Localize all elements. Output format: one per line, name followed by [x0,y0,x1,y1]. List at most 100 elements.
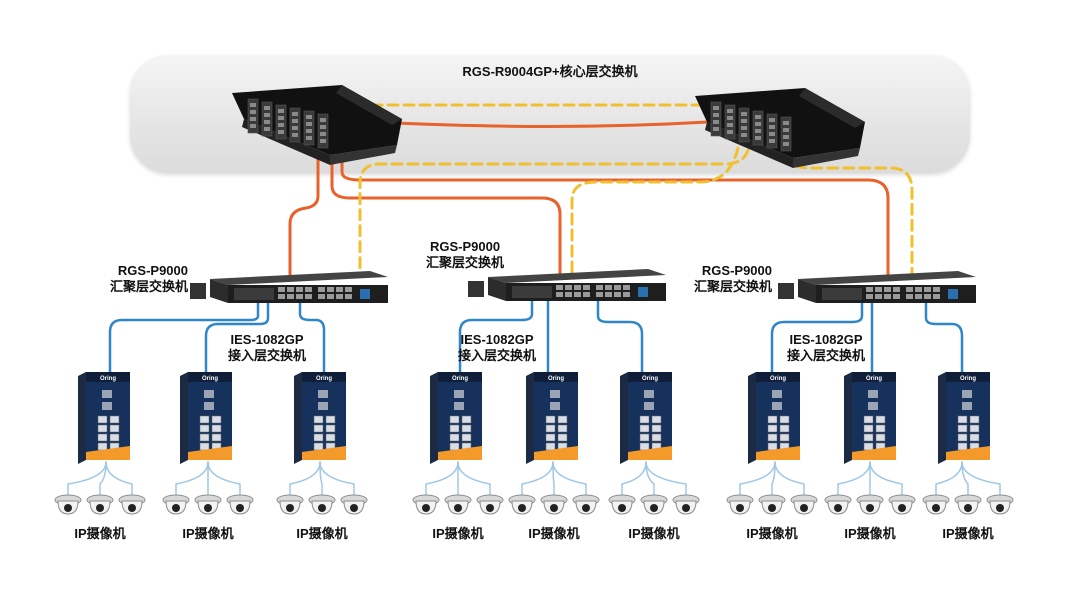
camera-cable [105,461,133,495]
ethernet-port [97,433,108,442]
ethernet-port [863,415,874,424]
ethernet-port [651,415,662,424]
access-switch-accent [946,446,990,460]
ethernet-port [199,415,210,424]
ethernet-link [770,298,864,374]
access-switch-body [756,372,800,460]
access-switch-side [526,372,534,464]
core-switch-port [755,136,761,140]
ethernet-port [779,415,790,424]
aggregation-switch-side [488,277,506,301]
ethernet-port [969,415,980,424]
ip-camera [226,494,254,515]
aggregation-port [614,285,621,290]
ip-camera [412,494,440,515]
core-switch-module [247,98,259,134]
aggregation-switch-top [798,271,976,285]
core-switch-port [741,119,747,123]
ethernet-port [461,424,472,433]
core-switch-port [769,125,775,129]
sfp-port [550,402,560,410]
ethernet-port [325,433,336,442]
access-switch-body [852,372,896,460]
aggregation-switch-3 [778,271,976,303]
core-switch-port [713,120,719,124]
camera-cable [319,461,355,495]
backup-link-core2-agg1 [358,148,750,278]
aggregation-port [933,294,940,299]
console-port [638,287,648,297]
aggregation-port [614,292,621,297]
brand-logo: Oring [100,376,116,382]
camera-cable [552,461,587,495]
core-switch-side [793,148,860,168]
camera-group-label: IP摄像机 [432,526,484,541]
core-switch-port [769,139,775,143]
ethernet-port [863,442,874,451]
sfp-port [868,390,878,398]
ethernet-port [313,424,324,433]
core-switch-port [264,106,270,110]
ethernet-port [875,424,886,433]
aggregation-port [305,287,312,292]
core-switch-module [289,107,301,143]
camera-lens [204,504,212,512]
sfp-port [962,402,972,410]
access-switch-side [748,372,756,464]
brand-logo: Oring [452,376,468,382]
core-switch-module [724,104,736,140]
aggregation-role-3: 汇聚层交换机 [693,279,772,294]
core-switch-port [292,119,298,123]
sfp-port [102,402,112,410]
sfp-port [772,390,782,398]
core-switch-port [727,123,733,127]
ethernet-port [325,415,336,424]
camera-lens [866,504,874,512]
aggregation-port [884,287,891,292]
core-switch-module [766,113,778,149]
camera-lens [582,504,590,512]
access-role-3: 接入层交换机 [786,348,865,363]
core-switch-port [278,109,284,113]
aggregation-label-1: RGS-P9000 汇聚层交换机 [88,263,188,295]
fiber-link-core1-agg3 [340,156,890,278]
ethernet-port [449,424,460,433]
camera-lens [486,504,494,512]
core-switch-port [264,120,270,124]
access-switch: Oring [78,372,130,464]
aggregation-role-2: 汇聚层交换机 [425,255,504,270]
access-switch: Oring [180,372,232,464]
ip-camera [640,494,668,515]
sfp-port [550,390,560,398]
access-switch-top [852,372,896,382]
aggregation-port [605,292,612,297]
ethernet-port [199,433,210,442]
aggregation-model-1: RGS-P9000 [117,263,188,278]
ethernet-port [779,433,790,442]
ethernet-port [211,424,222,433]
ethernet-link [204,300,270,374]
core-switch-port [320,125,326,129]
aggregation-switch-side [210,279,228,303]
aggregation-port [327,287,334,292]
core-switch-module [752,110,764,146]
aggregation-port [893,294,900,299]
aggregation-port [336,287,343,292]
ip-camera [508,494,536,515]
access-switch-top [628,372,672,382]
camera-lens [650,504,658,512]
ethernet-port [875,433,886,442]
ethernet-port [449,415,460,424]
core-switch-port [292,112,298,116]
ethernet-port [639,424,650,433]
camera-cable [645,461,687,495]
aggregation-switch-top [210,271,388,285]
access-switch-top [188,372,232,382]
aggregation-port [278,287,285,292]
ethernet-port [97,415,108,424]
access-switch-top [534,372,578,382]
ip-camera [194,494,222,515]
ip-camera [276,494,304,515]
